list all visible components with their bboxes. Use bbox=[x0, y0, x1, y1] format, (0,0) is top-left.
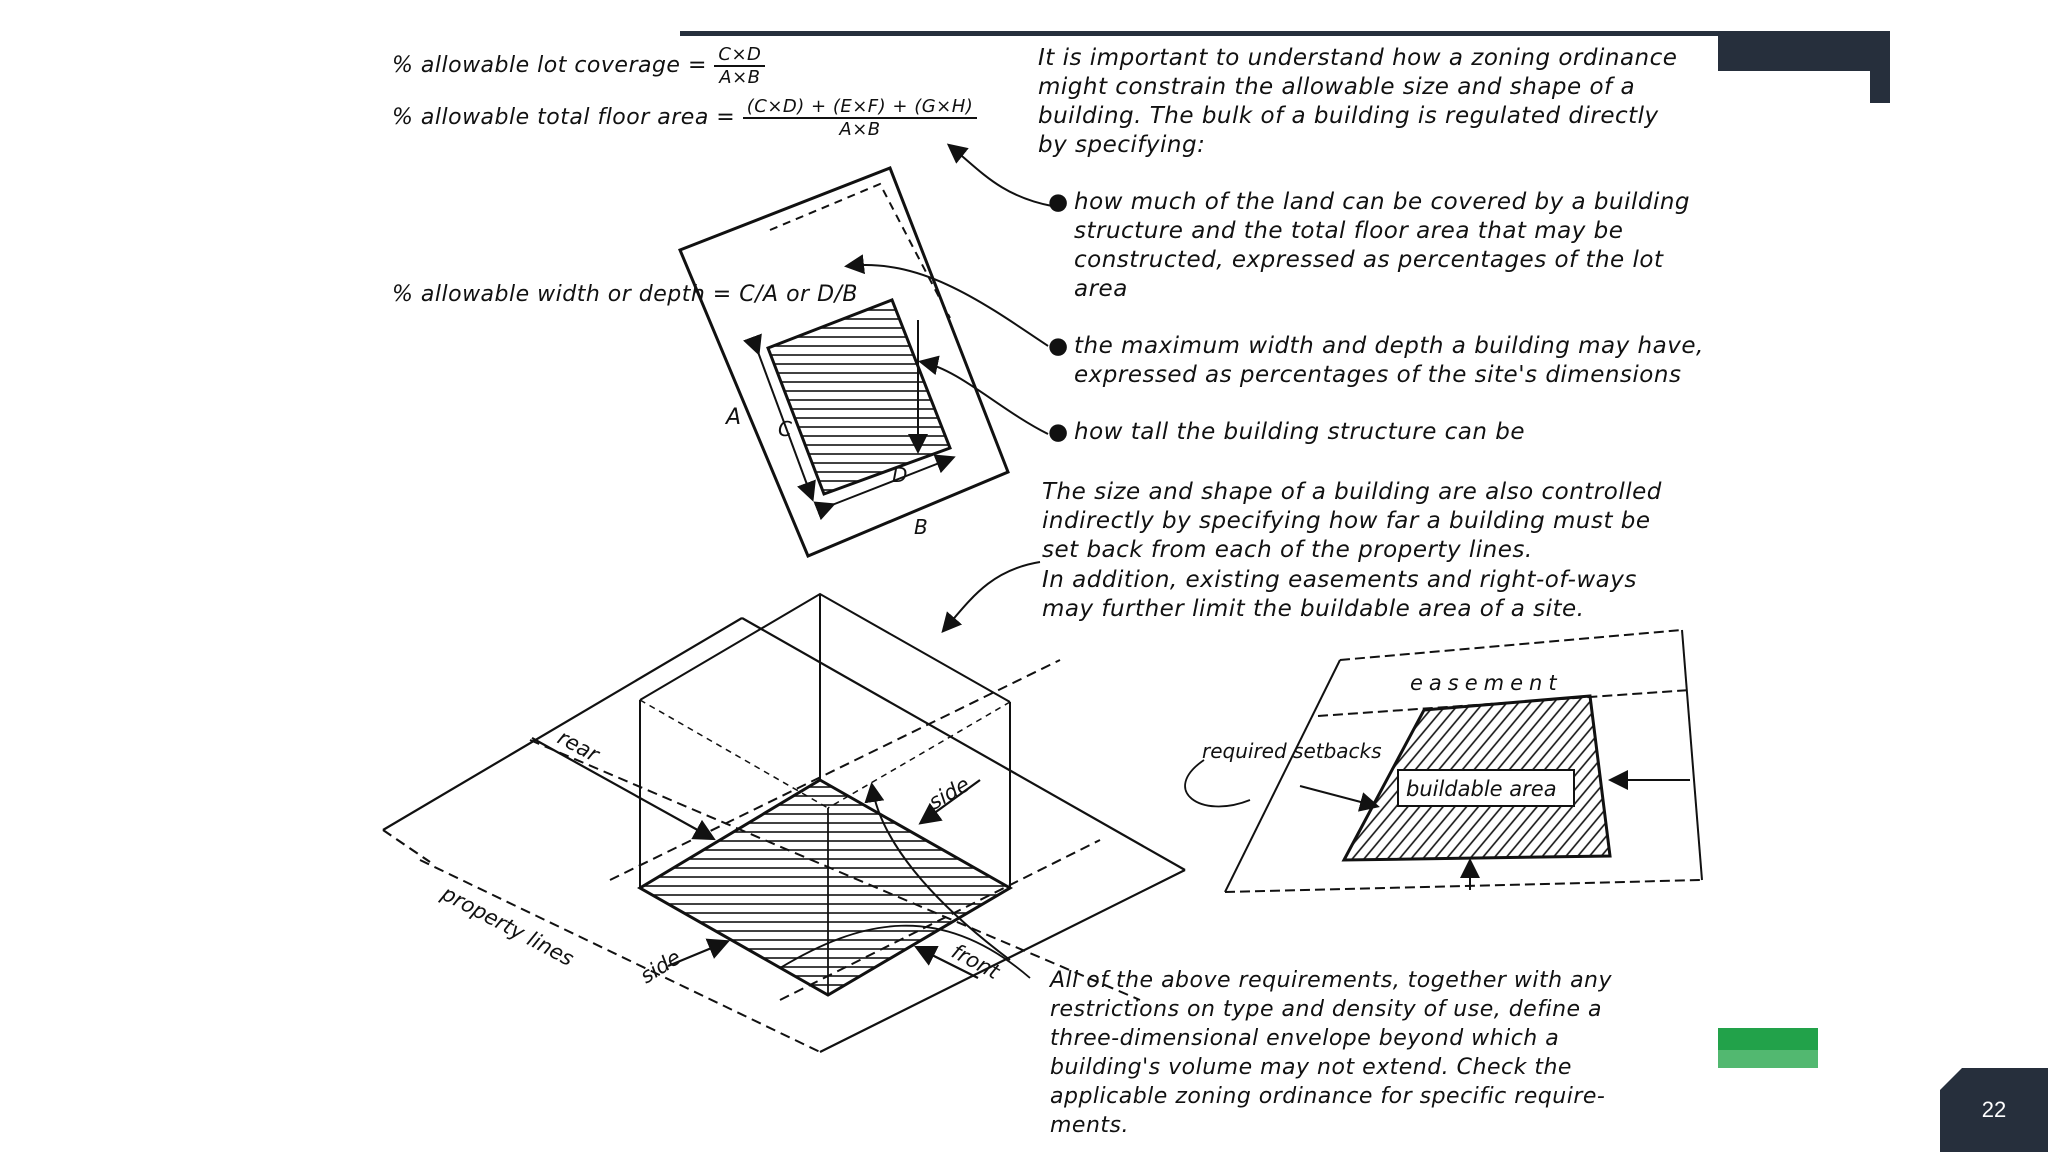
property-line-right bbox=[741, 617, 1186, 871]
rear-arrow bbox=[531, 737, 716, 841]
lot-coverage-numerator: C×D bbox=[714, 44, 766, 67]
buildable-area-label: buildable area bbox=[1406, 777, 1557, 801]
lot-coverage-label: % allowable lot coverage = bbox=[392, 53, 707, 78]
property-line-front bbox=[819, 869, 1186, 1053]
leader-arrow-2 bbox=[844, 254, 1049, 347]
iso-label-side-left: side bbox=[636, 945, 685, 988]
floor-area-denominator: A×B bbox=[839, 119, 881, 140]
plan-label-a: A bbox=[724, 405, 741, 430]
height-arrow bbox=[864, 782, 1011, 961]
setback-arrow-left bbox=[1299, 785, 1380, 812]
parcel-left bbox=[1224, 659, 1341, 893]
bullet-width-depth: ●the maximum width and depth a building … bbox=[1048, 332, 1704, 390]
property-line-back bbox=[382, 617, 743, 831]
building-footprint bbox=[766, 298, 952, 496]
bullet-text: how tall the building structure can be bbox=[1074, 419, 1526, 445]
lot-coverage-fraction: C×D A×B bbox=[714, 44, 766, 88]
intro-paragraph: It is important to understand how a zoni… bbox=[1038, 45, 1678, 158]
floor-area-formula: % allowable total floor area = (C×D) + (… bbox=[392, 96, 978, 140]
green-accent-top bbox=[1718, 1028, 1818, 1050]
floor-area-fraction: (C×D) + (E×F) + (G×H) A×B bbox=[742, 96, 978, 140]
easement-paragraph: In addition, existing easements and righ… bbox=[1042, 567, 1637, 622]
plan-label-b: B bbox=[914, 515, 928, 539]
dash-line-c bbox=[609, 659, 1061, 881]
bullet-dot: ● bbox=[1048, 189, 1069, 215]
envelope-paragraph: All of the above requirements, together … bbox=[1050, 968, 1613, 1138]
bullet-lot-coverage: ●how much of the land can be covered by … bbox=[1048, 188, 1694, 304]
bullet-dot: ● bbox=[1048, 419, 1069, 445]
easement-label: easement bbox=[1410, 671, 1563, 695]
leader-arrow-1 bbox=[946, 143, 1053, 207]
dimension-d bbox=[813, 454, 956, 521]
parcel-right bbox=[1681, 629, 1703, 881]
green-accent-bottom bbox=[1718, 1050, 1818, 1068]
required-setbacks-label: required setbacks bbox=[1202, 739, 1382, 763]
lot-coverage-formula: % allowable lot coverage = C×D A×B bbox=[392, 44, 766, 88]
floor-area-label: % allowable total floor area = bbox=[392, 105, 736, 130]
property-line-left bbox=[382, 829, 431, 863]
envelope-top-back-2 bbox=[827, 701, 1011, 809]
leader-arrow-3 bbox=[918, 355, 1049, 435]
page-number: 22 bbox=[1940, 1068, 2048, 1152]
buildable-area-view: buildable area easement required setback… bbox=[1184, 629, 1703, 893]
front-arrow bbox=[914, 946, 979, 979]
dash-line-b bbox=[529, 739, 1141, 1001]
parcel-bottom bbox=[1224, 879, 1703, 893]
envelope-top-back bbox=[639, 699, 829, 809]
setback-loop bbox=[1184, 759, 1251, 808]
iso-label-side-right: side bbox=[925, 772, 974, 814]
bullet-dot: ● bbox=[1048, 333, 1069, 359]
top-rule bbox=[680, 31, 1890, 36]
bullet-height: ●how tall the building structure can be bbox=[1048, 418, 1694, 447]
leader-arrow-4 bbox=[941, 561, 1041, 634]
isometric-envelope: rear side side front property lines bbox=[382, 592, 1186, 1053]
dash-line-a bbox=[419, 859, 821, 1053]
plan-label-c: C bbox=[778, 417, 792, 441]
corner-accent-stem bbox=[1870, 31, 1890, 103]
width-depth-label: % allowable width or depth = bbox=[392, 282, 732, 307]
width-depth-value: C/A or D/B bbox=[739, 282, 859, 307]
plan-view: A C D B bbox=[678, 166, 1010, 558]
setback-paragraph: The size and shape of a building are als… bbox=[1042, 479, 1662, 563]
buildable-area-label-box bbox=[1397, 769, 1575, 807]
plan-label-d: D bbox=[892, 463, 907, 487]
parcel-top bbox=[1339, 629, 1683, 661]
width-depth-formula: % allowable width or depth = C/A or D/B bbox=[392, 282, 858, 307]
lot-coverage-denominator: A×B bbox=[719, 67, 761, 88]
corner-accent-block bbox=[1718, 31, 1890, 71]
side-right-arrow bbox=[918, 779, 981, 825]
setback-dashed bbox=[769, 182, 951, 319]
bullet-text: the maximum width and depth a building m… bbox=[1074, 333, 1704, 388]
dimension-a bbox=[743, 333, 816, 502]
bullet-text: how much of the land can be covered by a… bbox=[1074, 189, 1691, 302]
floor-area-numerator: (C×D) + (E×F) + (G×H) bbox=[742, 96, 978, 119]
envelope-top bbox=[639, 592, 1011, 703]
front-curve bbox=[779, 924, 1031, 979]
side-left-arrow bbox=[667, 938, 731, 968]
